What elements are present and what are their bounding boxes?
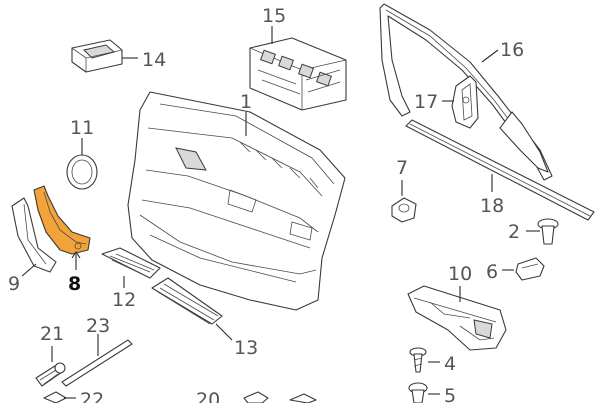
part-22-clip[interactable] [43,391,67,403]
callout-1: 1 [240,91,252,113]
callout-10: 10 [448,263,472,285]
leader-9 [21,263,37,277]
part-17-mirror-cover[interactable] [451,75,479,129]
part-9-handle-cover[interactable] [11,197,57,273]
part-13-grille-strip[interactable] [151,277,223,325]
callout-11: 11 [70,117,94,139]
callout-22: 22 [80,389,104,403]
leader-16 [481,49,499,63]
callout-18: 18 [480,195,504,217]
callout-20: 20 [196,389,220,403]
part-8-pull-handle-highlighted[interactable] [33,185,91,255]
part-5-clip[interactable] [408,382,428,403]
part-1-door-trim-panel[interactable] [127,91,346,311]
part-6-clip[interactable] [515,257,545,281]
part-15-window-switch[interactable] [249,37,347,111]
arrow-8 [71,251,81,259]
part-23-cable[interactable] [61,339,133,387]
callout-23: 23 [86,315,110,337]
callout-9: 9 [8,273,20,295]
part-14-switch[interactable] [71,39,123,73]
callout-21: 21 [40,323,64,345]
callout-14: 14 [142,49,166,71]
callout-15: 15 [262,5,286,27]
part-10-carrier[interactable] [407,285,507,351]
leader-13 [215,323,233,341]
callout-16: 16 [500,39,524,61]
callout-2: 2 [508,221,520,243]
part-21-clip[interactable] [35,362,66,387]
callout-12: 12 [112,289,136,311]
part-4-screw[interactable] [409,347,427,373]
callout-17: 17 [414,91,438,113]
part-16-window-frame[interactable] [379,3,553,181]
part-20-clip[interactable] [243,391,317,403]
part-7-clip[interactable] [391,197,417,223]
callout-6: 6 [486,261,498,283]
callout-5: 5 [444,385,456,403]
part-2-push-clip[interactable] [537,218,559,245]
part-12-trim-strip[interactable] [101,247,161,279]
callout-8: 8 [68,273,81,295]
part-11-round-cap[interactable] [66,154,98,190]
callout-4: 4 [444,353,456,375]
callout-7: 7 [396,157,408,179]
callout-13: 13 [234,337,258,359]
part-18-belt-strip[interactable] [405,119,595,221]
